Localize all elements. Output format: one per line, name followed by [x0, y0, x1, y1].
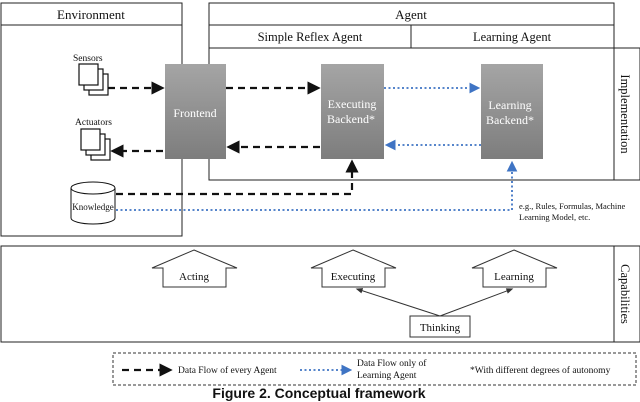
data-flow-learning-agent-arrows: [116, 82, 518, 211]
legend: Data Flow of every Agent Data Flow only …: [112, 352, 637, 386]
simple-reflex-agent-label: Simple Reflex Agent: [258, 30, 363, 44]
thinking-to-learning-arrow: [439, 288, 514, 317]
note-line1: e.g., Rules, Formulas, Machine: [519, 201, 625, 211]
environment-panel: Environment Sensors Actuators Knowledge: [0, 2, 183, 237]
frontend-label: Frontend: [173, 106, 216, 120]
actuators-label: Actuators: [75, 118, 112, 128]
legend-dotted-line2: Learning Agent: [357, 371, 417, 381]
capabilities-panel: Capabilities: [0, 245, 640, 343]
agent-title: Agent: [395, 7, 427, 22]
implementation-label: Implementation: [618, 74, 632, 154]
actuators-icon: [80, 128, 111, 161]
knowledge-database-icon: [70, 181, 116, 225]
implementation-tab: Implementation: [613, 47, 640, 181]
learning-capability: Learning: [471, 249, 558, 288]
thinking-box: Thinking: [409, 315, 471, 338]
legend-dotted-line1: Data Flow only of: [357, 358, 427, 369]
environment-title: Environment: [57, 7, 125, 22]
thinking-to-executing-arrow: [355, 288, 441, 317]
learning-backend-line1: Learning: [488, 98, 531, 112]
learning-backend-line2: Backend*: [486, 113, 534, 127]
acting-capability: Acting: [151, 249, 238, 288]
knowledge-to-executing-arrow: [116, 159, 359, 196]
thinking-label: Thinking: [420, 322, 461, 334]
legend-dashed-label: Data Flow of every Agent: [178, 365, 277, 376]
executing-backend-line2: Backend*: [327, 112, 375, 126]
executing-capability: Executing: [310, 249, 397, 288]
executing-backend-block: Executing Backend*: [321, 64, 384, 159]
knowledge-to-learning-arrow: [116, 160, 518, 211]
figure-caption: Figure 2. Conceptual framework: [212, 385, 425, 401]
agent-panel: Agent Simple Reflex Agent Learning Agent: [208, 2, 615, 181]
knowledge-label: Knowledge: [72, 202, 114, 212]
learning-label: Learning: [494, 271, 534, 283]
data-flow-every-agent-arrows: [108, 81, 359, 196]
sensors-icon: [78, 63, 109, 96]
acting-label: Acting: [179, 271, 209, 283]
sensors-label: Sensors: [73, 54, 103, 64]
executing-label: Executing: [331, 271, 376, 283]
frontend-block: Frontend: [165, 64, 226, 159]
learning-backend-block: Learning Backend*: [481, 64, 543, 159]
note-line2: Learning Model, etc.: [519, 212, 590, 222]
learning-agent-label: Learning Agent: [473, 30, 552, 44]
legend-autonomy-note: *With different degrees of autonomy: [470, 365, 611, 376]
capabilities-label: Capabilities: [618, 264, 632, 324]
executing-backend-line1: Executing: [328, 97, 377, 111]
